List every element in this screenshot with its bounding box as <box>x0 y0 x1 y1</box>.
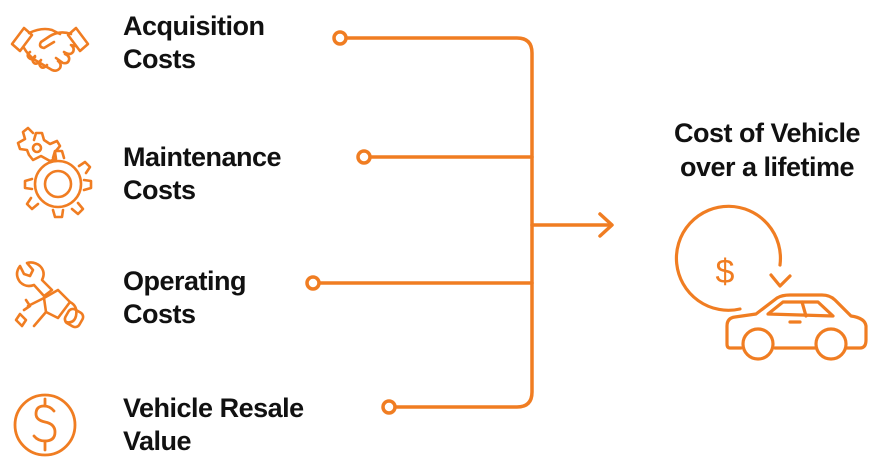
acquisition-label-line1: Acquisition <box>123 11 265 41</box>
maintenance-label-line2: Costs <box>123 175 196 205</box>
operating-label-line1: Operating <box>123 266 247 296</box>
dollar-coin-icon <box>13 393 77 457</box>
car-dollar-cycle-icon <box>674 204 868 361</box>
maintenance-connector-dot <box>356 149 372 165</box>
operating-connector-dot <box>305 275 321 291</box>
handshake-icon <box>10 26 90 72</box>
wrench-hand-icon <box>14 261 85 329</box>
lifetime-cost-line2: over a lifetime <box>679 152 855 182</box>
gears-icon <box>16 126 93 219</box>
maintenance-costs-label: Maintenance Costs <box>123 141 282 207</box>
resale-value-label: Vehicle Resale Value <box>123 392 304 458</box>
resale-connector-dot <box>381 399 397 415</box>
resale-label-line2: Value <box>123 426 192 456</box>
lifetime-cost-title: Cost of Vehicle over a lifetime <box>652 116 882 184</box>
acquisition-label-line2: Costs <box>123 44 196 74</box>
operating-label-line2: Costs <box>123 299 196 329</box>
result-currency-symbol: $ <box>716 253 735 291</box>
lifetime-cost-line1: Cost of Vehicle <box>673 118 861 148</box>
connector-lines <box>317 36 614 409</box>
maintenance-label-line1: Maintenance <box>123 142 282 172</box>
acquisition-costs-label: Acquisition Costs <box>123 10 265 76</box>
acquisition-connector-dot <box>332 30 348 46</box>
operating-costs-label: Operating Costs <box>123 265 247 331</box>
resale-label-line1: Vehicle Resale <box>123 393 304 423</box>
